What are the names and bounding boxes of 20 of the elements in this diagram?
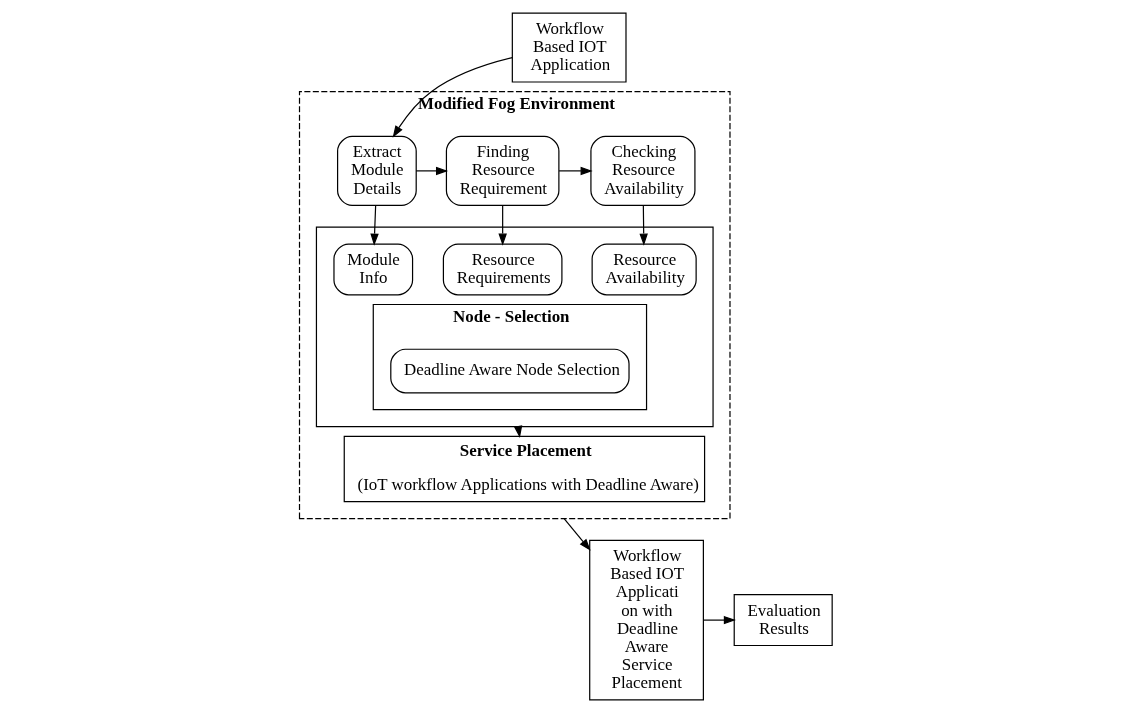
- node-box: Deadline Aware Node Selection: [390, 348, 630, 394]
- arrow: [563, 517, 591, 551]
- node-box: Resource Availability: [591, 243, 697, 296]
- node-box: Workflow Based IOT Application: [511, 12, 627, 83]
- node-box: Finding Resource Requirement: [445, 135, 560, 206]
- node-box: Checking Resource Availability: [590, 135, 696, 206]
- arrow: [639, 205, 648, 246]
- arrow: [392, 57, 513, 138]
- arrow: [498, 205, 507, 246]
- node-box: Workflow Based IOT Applicati on with Deadline Aware Service Placement: [589, 539, 704, 701]
- arrow: [370, 205, 379, 246]
- node-box: Service Placement (IoT workflow Applications with Deadline Aware): [343, 435, 706, 503]
- node-box: Extract Module Details: [337, 135, 417, 206]
- cluster: [315, 226, 714, 428]
- arrow: [703, 615, 736, 625]
- arrow: [558, 166, 593, 176]
- node-box: Module Info: [333, 243, 414, 296]
- arrow: [415, 166, 449, 176]
- node-box: Resource Requirements: [442, 243, 563, 296]
- node-box: Evaluation Results: [733, 594, 833, 647]
